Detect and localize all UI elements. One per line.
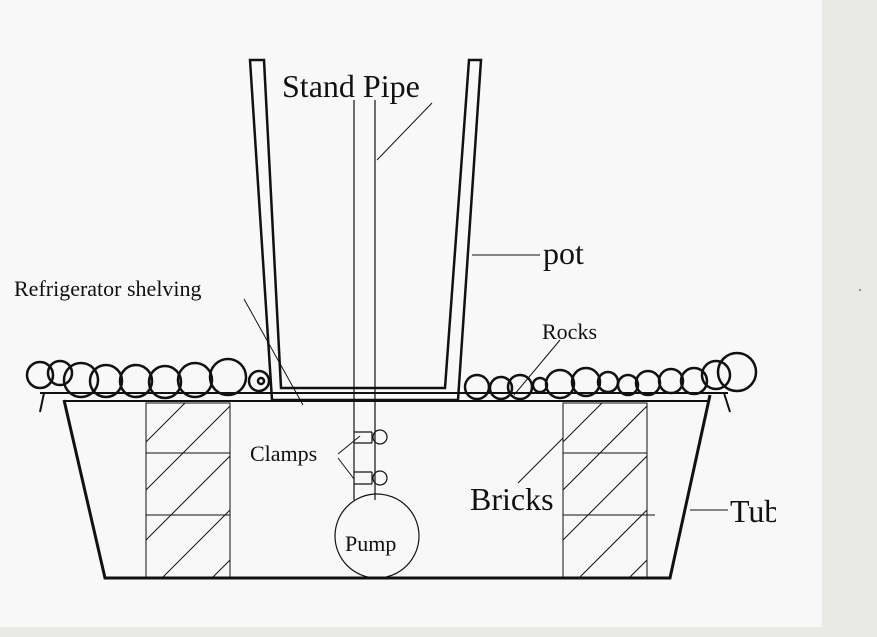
stand-pipe <box>353 100 376 500</box>
label-refrigerator-shelving: Refrigerator shelving <box>14 276 202 301</box>
rocks-right <box>463 351 758 401</box>
scan-edge-mask <box>776 480 822 540</box>
label-clamps: Clamps <box>250 441 317 466</box>
tub-outline <box>62 394 712 580</box>
clamps <box>354 429 388 486</box>
paper-sheet <box>0 0 822 627</box>
scan-speck <box>859 289 861 291</box>
pump-body <box>334 493 420 579</box>
rocks-left <box>25 357 271 400</box>
leader-lines <box>243 102 728 516</box>
label-rocks: Rocks <box>542 319 597 344</box>
pot-outline <box>248 58 483 402</box>
scan-margin <box>822 0 877 637</box>
label-pump: Pump <box>345 531 396 556</box>
scan-margin-bottom <box>0 627 877 637</box>
label-stand-pipe: Stand Pipe <box>282 68 420 104</box>
label-pot: pot <box>543 235 584 271</box>
label-tub: Tub <box>730 493 780 529</box>
label-bricks: Bricks <box>470 481 554 517</box>
